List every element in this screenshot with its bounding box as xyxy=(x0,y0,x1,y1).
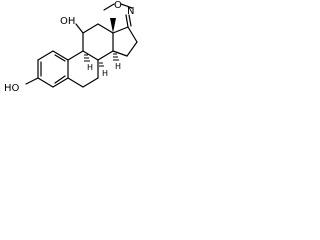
bond xyxy=(75,23,84,34)
bond xyxy=(97,23,114,34)
bond xyxy=(97,50,114,61)
stereo-h-label: H xyxy=(87,63,93,72)
bond xyxy=(112,26,129,34)
bond xyxy=(103,3,115,11)
bond xyxy=(112,50,128,57)
bond xyxy=(52,50,69,61)
bond xyxy=(127,26,138,43)
bond xyxy=(82,50,99,61)
stereo-h-8: H xyxy=(99,62,108,78)
bond xyxy=(120,3,133,9)
ring-c xyxy=(82,23,114,61)
stereo-h-label: H xyxy=(115,62,121,71)
ring-a-aromatic xyxy=(37,50,69,88)
bond xyxy=(82,77,99,88)
double-bond xyxy=(54,54,66,62)
oxime-oxygen-label: O xyxy=(114,0,122,11)
stereo-h-14: H xyxy=(113,53,121,71)
oxime-nitrogen-label: N xyxy=(127,6,134,17)
structure-canvas: N O OH HO H H H xyxy=(0,0,150,125)
bond xyxy=(52,77,69,88)
bond xyxy=(37,50,54,61)
bond xyxy=(82,23,99,34)
bond xyxy=(126,41,138,57)
stereo-h-9: H xyxy=(84,54,93,72)
ring-d xyxy=(112,26,138,57)
oxime-group: N O xyxy=(103,0,134,28)
hydroxyl-3: HO xyxy=(4,77,39,94)
bond xyxy=(25,77,39,85)
methyl-wedge-bond xyxy=(110,18,116,33)
hydroxyl-left-label: HO xyxy=(4,83,20,94)
bond xyxy=(67,50,84,61)
double-bond xyxy=(54,75,66,84)
steroid-structure-diagram: N O OH HO H H H xyxy=(4,0,138,94)
hydroxyl-top-label: OH xyxy=(60,16,75,27)
bond xyxy=(67,77,84,88)
double-bond xyxy=(128,14,132,27)
stereo-h-label: H xyxy=(102,69,108,78)
ring-b xyxy=(67,50,99,88)
bond xyxy=(37,77,54,88)
hydroxyl-11: OH xyxy=(60,16,84,34)
double-bond xyxy=(125,14,129,28)
